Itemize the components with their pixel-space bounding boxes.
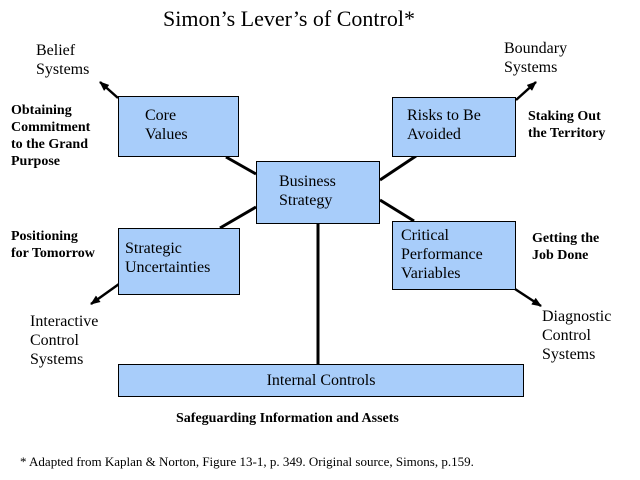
line-strategy-to-uncertainties	[219, 205, 257, 230]
internal-controls-box: Internal Controls	[118, 364, 524, 397]
critical-performance-box: Critical Performance Variables	[392, 221, 516, 290]
arrow-interactive-systems	[90, 282, 120, 306]
diagnostic-control-systems-label: Diagnostic Control Systems	[542, 308, 612, 363]
strategic-uncertainties-line2: Uncertainties	[125, 259, 211, 276]
core-values-line2: Values	[145, 126, 188, 143]
line-strategy-to-critical	[379, 198, 415, 223]
risks-box: Risks to Be Avoided	[392, 97, 516, 157]
staking-out-note: Staking Out the Territory	[528, 109, 606, 141]
risks-line2: Avoided	[407, 126, 461, 143]
safeguarding-note: Safeguarding Information and Assets	[176, 411, 399, 426]
line-strategy-to-risks	[379, 154, 417, 182]
getting-job-done-note: Getting the Job Done	[532, 231, 600, 263]
business-strategy-box: Business Strategy	[256, 161, 380, 224]
obtaining-commitment-note: Obtaining Commitment to the Grand Purpos…	[11, 103, 91, 169]
diagram-title: Simon’s Lever’s of Control*	[163, 6, 415, 31]
critical-performance-line1: Critical	[401, 227, 449, 244]
business-strategy-line1: Business	[279, 173, 336, 190]
business-strategy-line2: Strategy	[279, 192, 333, 209]
boundary-systems-label: Boundary Systems	[504, 40, 568, 76]
critical-performance-line2: Performance	[401, 246, 483, 263]
line-strategy-to-core-values	[225, 155, 257, 176]
source-footnote: * Adapted from Kaplan & Norton, Figure 1…	[20, 454, 474, 469]
arrow-boundary-systems	[515, 81, 537, 101]
core-values-box: Core Values	[118, 96, 239, 157]
core-values-line1: Core	[145, 107, 177, 124]
arrow-belief-systems	[99, 81, 119, 99]
arrow-diagnostic-systems	[514, 287, 542, 308]
positioning-note: Positioning for Tomorrow	[11, 229, 95, 261]
interactive-control-systems-label: Interactive Control Systems	[30, 313, 99, 368]
risks-line1: Risks to Be	[407, 107, 481, 124]
strategic-uncertainties-box: Strategic Uncertainties	[118, 228, 240, 295]
strategic-uncertainties-line1: Strategic	[125, 240, 182, 257]
belief-systems-label: Belief Systems	[36, 42, 90, 78]
critical-performance-line3: Variables	[401, 265, 461, 282]
internal-controls-label: Internal Controls	[266, 372, 376, 389]
